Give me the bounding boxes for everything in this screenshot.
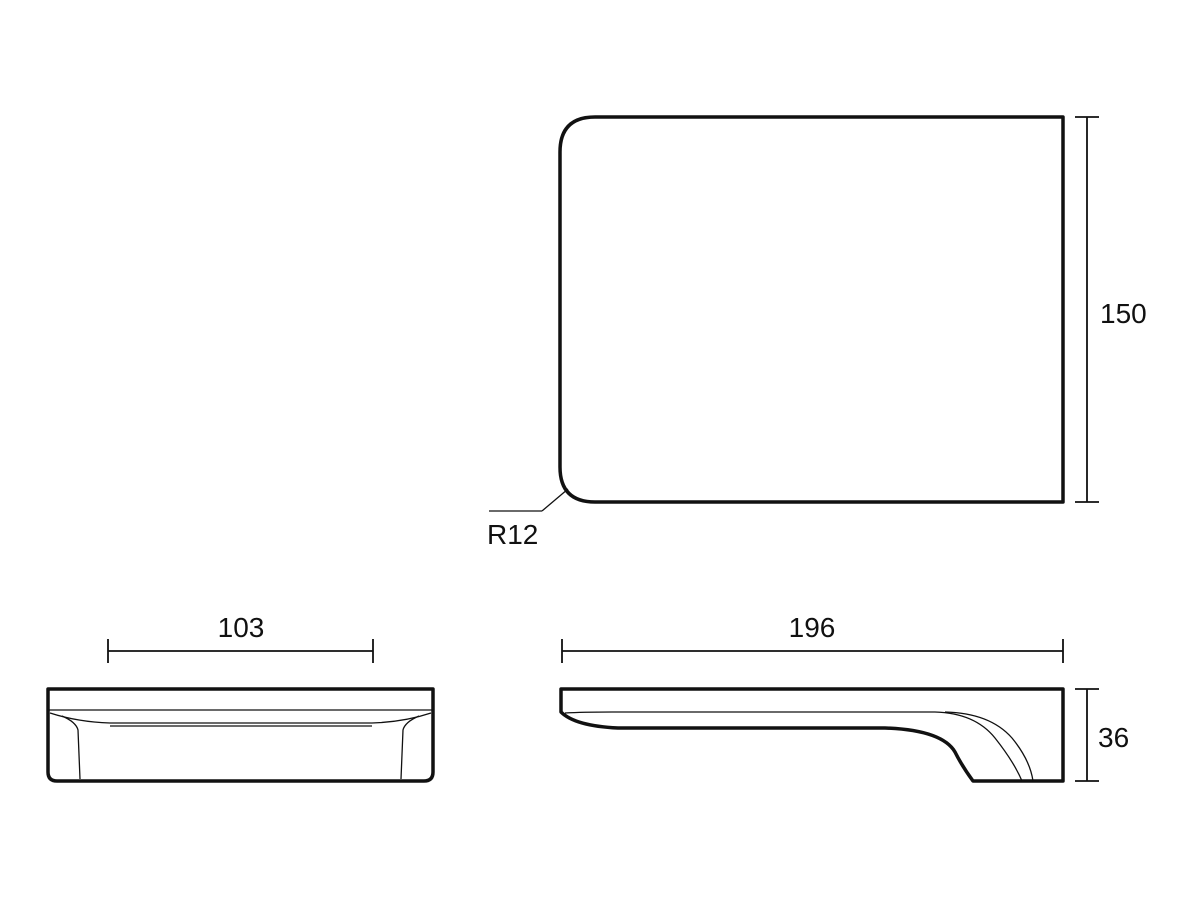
front-view-width-dimension: 103 xyxy=(107,612,374,663)
side-height-dimension-label: 36 xyxy=(1098,722,1129,753)
side-view-inner-curve xyxy=(934,711,1023,782)
width-dimension-label: 103 xyxy=(218,612,265,643)
side-view-outline xyxy=(559,687,1065,783)
corner-radius-callout: R12 xyxy=(487,488,569,550)
front-view-right-chamfer xyxy=(400,715,420,780)
height-dimension-label: 150 xyxy=(1100,298,1147,329)
side-view-height-dimension: 36 xyxy=(1075,688,1129,782)
side-view-top-edge-line xyxy=(564,711,935,714)
front-view-left-chamfer xyxy=(61,715,81,780)
top-view-outline xyxy=(558,115,1065,504)
corner-radius-label: R12 xyxy=(487,519,538,550)
side-view-length-dimension: 196 xyxy=(561,612,1064,663)
front-view-outline xyxy=(46,687,435,783)
front-view: 103 xyxy=(46,612,435,783)
front-view-lip-line xyxy=(49,712,432,724)
top-view: 150 R12 xyxy=(487,115,1147,550)
length-dimension-label: 196 xyxy=(789,612,836,643)
top-view-height-dimension: 150 xyxy=(1075,116,1147,503)
side-view: 196 36 xyxy=(559,612,1129,783)
side-view-outer-curve xyxy=(944,711,1034,782)
